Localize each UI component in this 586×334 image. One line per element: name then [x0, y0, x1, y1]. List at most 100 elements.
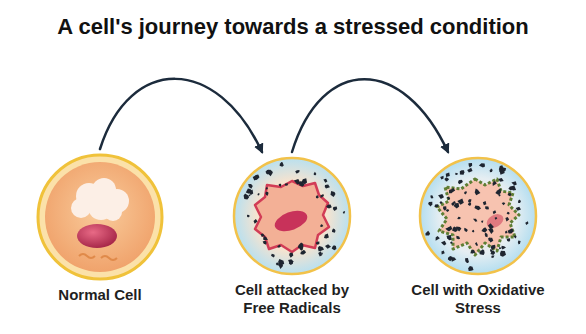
free-radical — [452, 188, 455, 192]
free-radical — [332, 229, 336, 233]
free-radical — [505, 231, 508, 234]
free-radical — [326, 205, 332, 209]
free-radical — [332, 245, 337, 250]
free-radical — [456, 236, 460, 240]
free-radical — [438, 194, 444, 199]
free-radical — [299, 181, 305, 187]
nucleus-fragment — [484, 211, 506, 230]
free-radical — [248, 184, 253, 189]
free-radical — [481, 228, 487, 233]
free-radical — [249, 190, 253, 196]
free-radical — [434, 204, 438, 207]
free-radical — [451, 257, 457, 262]
free-radical — [468, 199, 471, 202]
cell-cloud — [71, 178, 129, 221]
cell-node: Cell attacked by Free Radicals — [217, 155, 367, 317]
free-radical — [263, 241, 267, 245]
organelle — [79, 254, 117, 260]
cell-wall — [234, 158, 350, 274]
free-radical — [511, 181, 516, 185]
free-radical — [469, 163, 473, 168]
free-radical — [498, 178, 504, 182]
free-radical — [320, 194, 324, 198]
free-radical — [279, 184, 282, 187]
free-radical — [491, 255, 494, 258]
free-radical — [500, 251, 506, 257]
free-radical — [430, 195, 433, 198]
free-radical — [467, 168, 472, 173]
free-radical — [488, 223, 494, 230]
free-radical — [456, 227, 462, 232]
free-radical — [468, 266, 473, 271]
free-radical — [507, 238, 511, 242]
free-radical — [495, 217, 498, 220]
free-radical — [508, 193, 512, 197]
free-radical — [493, 210, 497, 214]
free-radical — [247, 215, 250, 218]
free-radical — [447, 235, 452, 240]
free-radical — [446, 172, 450, 177]
free-radical — [475, 188, 481, 195]
free-radical — [277, 245, 281, 248]
free-radical — [488, 229, 494, 234]
free-radical — [473, 219, 477, 222]
free-radical — [491, 250, 496, 255]
free-radical — [318, 246, 324, 251]
free-radical — [440, 176, 443, 180]
cell-label: Normal Cell — [33, 286, 168, 304]
free-radical — [455, 173, 458, 175]
free-radical — [508, 186, 513, 191]
free-radical — [507, 212, 510, 215]
cytoplasm — [45, 162, 155, 272]
curved-arrow — [292, 79, 448, 152]
nucleus — [77, 224, 117, 248]
stressed-membrane — [437, 179, 519, 255]
stressed-cell — [417, 155, 539, 277]
free-radical — [316, 195, 319, 198]
free-radical — [479, 163, 485, 167]
free-radical — [525, 221, 528, 225]
free-radical — [464, 228, 468, 232]
free-radical — [460, 170, 465, 175]
free-radical — [470, 250, 475, 254]
free-radical — [266, 187, 268, 189]
free-radical — [331, 191, 336, 197]
free-radical — [501, 246, 506, 250]
free-radical — [253, 176, 259, 181]
free-radical — [298, 243, 304, 250]
free-radical — [265, 192, 268, 196]
free-radical — [459, 180, 463, 183]
free-radical — [499, 247, 502, 249]
free-radical — [263, 236, 268, 240]
cell-wall — [38, 155, 162, 279]
free-radical — [323, 179, 327, 183]
free-radical — [450, 241, 453, 244]
free-radical — [318, 251, 322, 256]
free-radical — [436, 236, 440, 241]
free-radical — [295, 170, 299, 174]
free-radical — [244, 194, 249, 200]
free-radical — [324, 233, 329, 238]
free-radical — [508, 228, 514, 233]
attacked-cell — [231, 155, 353, 277]
free-radical — [280, 162, 284, 167]
cell-node: Cell with Oxidative Stress — [403, 155, 553, 317]
free-radical — [499, 167, 506, 172]
free-radical — [516, 207, 521, 211]
free-radical — [518, 200, 521, 204]
nucleus — [272, 207, 310, 236]
free-radical — [485, 232, 488, 237]
free-radical — [491, 245, 496, 250]
free-radical — [444, 177, 449, 181]
free-radical — [441, 251, 444, 255]
cell-part — [104, 203, 122, 221]
free-radical — [257, 193, 259, 195]
free-radical — [481, 220, 483, 223]
free-radical — [490, 169, 493, 173]
free-radical — [320, 224, 323, 227]
free-radical — [441, 241, 446, 246]
free-radical — [474, 205, 481, 210]
free-radical — [483, 201, 487, 205]
free-radical — [514, 235, 517, 238]
